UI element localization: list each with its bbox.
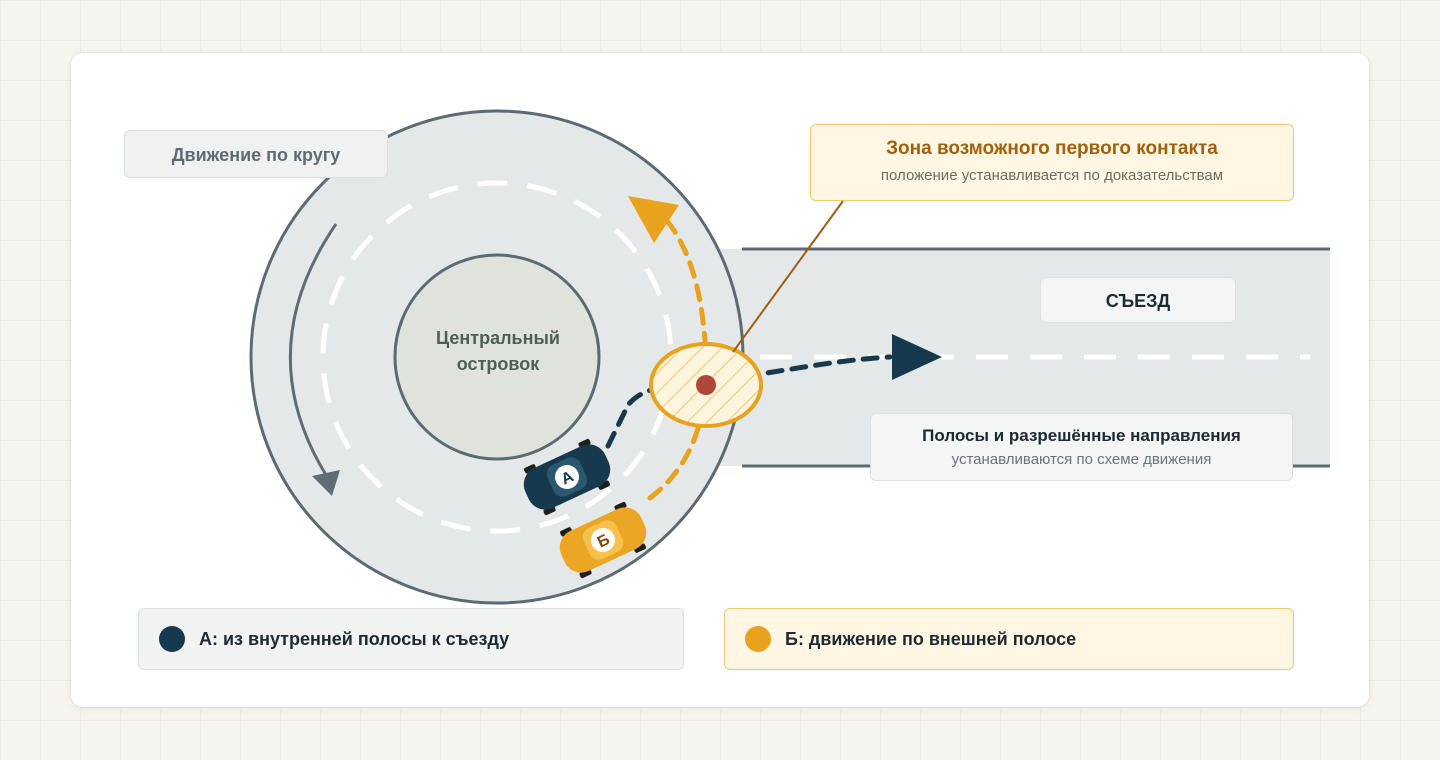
circulation-label: Движение по кругу [124,130,388,178]
legend-dot-b-icon [745,626,771,652]
legend-label-b: Б: движение по внешней полосе [785,628,1077,649]
legend-label-a: А: из внутренней полосы к съезду [199,628,510,649]
lanes-note-title: Полосы и разрешённые направления [922,426,1241,445]
vehicle-a: А [523,438,611,516]
lanes-note-subtitle: устанавливаются по схеме движения [951,451,1212,468]
contact-zone-subtitle: положение устанавливается по доказательс… [880,167,1224,184]
arrow-head-a [892,334,942,380]
arrow-head-b [628,196,679,243]
contact-zone-callout: Зона возможного первого контакта положен… [810,124,1294,201]
contact-zone-title: Зона возможного первого контакта [886,138,1218,159]
path-vehicle-b [628,196,709,501]
legend-item-a: А: из внутренней полосы к съезду [138,608,684,670]
lanes-note: Полосы и разрешённые направления устанав… [870,413,1293,481]
central-island [393,253,601,461]
contact-zone [649,342,763,428]
contact-point [696,375,716,395]
legend-item-b: Б: движение по внешней полосе [724,608,1294,670]
callout-leader-line [732,200,844,353]
legend-dot-a-icon [159,626,185,652]
vehicle-b: Б [559,501,647,579]
exit-label: СЪЕЗД [1040,277,1236,323]
circulation-arrow-icon [288,223,340,496]
